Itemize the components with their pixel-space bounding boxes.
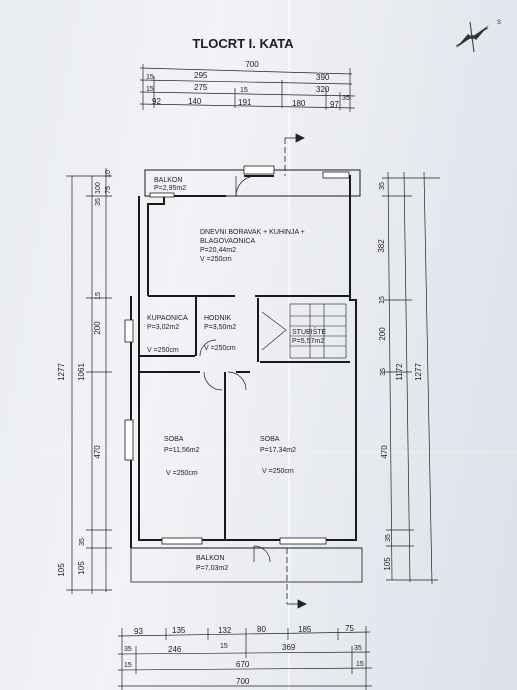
room-soba-right: SOBA P=17,34m2 V =250cm	[260, 436, 296, 475]
building-walls	[130, 169, 362, 549]
bottom-dimension-chain	[117, 626, 373, 690]
paper-fold-vertical	[288, 0, 290, 690]
plan-title: TLOCRT I. KATA	[192, 36, 294, 51]
dim-left: 15	[95, 292, 102, 300]
dim-bottom: 185	[298, 625, 312, 634]
dim-bottom: 93	[134, 627, 143, 636]
room-dnevni-boravak: DNEVNI BORAVAK + KUHINJA + BLAGOVAONICA …	[200, 229, 305, 263]
dim-top: 92	[152, 97, 161, 106]
room-balkon-bottom: BALKON P=7,03m2	[196, 555, 228, 572]
svg-text:P=20,44m2: P=20,44m2	[200, 247, 236, 254]
svg-text:V =250cm: V =250cm	[204, 345, 236, 352]
dim-right: 15	[379, 296, 386, 304]
dim-left: 200	[93, 321, 102, 335]
dim-right-mid: 1172	[395, 363, 404, 381]
room-hodnik: HODNIK P=3,50m2 V =250cm	[204, 315, 236, 352]
dim-right: 35	[380, 368, 387, 376]
dim-bottom: 246	[168, 645, 182, 654]
dim-right: 382	[377, 239, 386, 253]
section-marker-bottom	[286, 548, 307, 609]
dim-top: 15	[146, 86, 154, 93]
compass-label: S	[497, 20, 501, 26]
room-stubiste: STUBIŠTE P=5,57m2	[292, 327, 327, 345]
svg-text:STUBIŠTE: STUBIŠTE	[292, 327, 327, 336]
room-kupaonica: KUPAONICA P=3,02m2 V =250cm	[147, 315, 188, 354]
dim-bottom-total: 700	[236, 677, 250, 686]
dim-bottom: 15	[220, 643, 228, 650]
dim-bottom: 132	[218, 626, 232, 635]
svg-text:SOBA: SOBA	[164, 436, 184, 443]
room-balkon-top: BALKON P=2,95m2	[154, 177, 186, 192]
svg-text:V =250cm: V =250cm	[262, 468, 294, 475]
svg-text:HODNIK: HODNIK	[204, 315, 232, 322]
staircase	[261, 303, 347, 359]
doors	[199, 175, 271, 563]
dim-top: 390	[316, 73, 330, 82]
top-dimension-chain	[139, 64, 356, 112]
dim-right: 105	[383, 557, 392, 571]
dim-bottom: 369	[282, 643, 296, 652]
dim-top-total: 700	[245, 60, 259, 69]
svg-text:P=2,95m2: P=2,95m2	[154, 185, 186, 192]
balcony-bottom-outline	[130, 547, 363, 583]
dim-top: 15	[146, 74, 154, 81]
svg-text:BALKON: BALKON	[154, 177, 182, 184]
dim-top: 275	[194, 83, 208, 92]
dim-left: 100	[95, 182, 102, 194]
dim-left: 75	[105, 186, 112, 194]
dim-top: 35	[342, 95, 350, 102]
left-dimension-chain	[66, 168, 112, 594]
svg-text:P=5,57m2: P=5,57m2	[292, 338, 324, 345]
svg-text:P=17,34m2: P=17,34m2	[260, 447, 296, 454]
svg-text:SOBA: SOBA	[260, 436, 280, 443]
dim-left: 105	[57, 563, 66, 577]
dim-top: 140	[188, 97, 202, 106]
svg-text:V =250cm: V =250cm	[200, 256, 232, 263]
dim-left-outer: 1277	[57, 363, 66, 381]
dim-bottom: 35	[124, 646, 132, 653]
dim-bottom: 35	[354, 645, 362, 652]
room-soba-left: SOBA P=11,56m2 V =250cm	[164, 436, 200, 477]
dim-bottom: 80	[257, 625, 266, 634]
svg-text:P=7,03m2: P=7,03m2	[196, 565, 228, 572]
compass-icon	[455, 21, 489, 53]
dim-top: 180	[292, 99, 306, 108]
dim-top: 97	[330, 100, 339, 109]
svg-text:P=3,02m2: P=3,02m2	[147, 324, 179, 331]
dim-right: 35	[385, 534, 392, 542]
svg-text:P=11,56m2: P=11,56m2	[164, 447, 200, 454]
dim-left: 105	[77, 561, 86, 575]
dim-bottom: 15	[356, 661, 364, 668]
dim-bottom: 135	[172, 626, 186, 635]
svg-text:DNEVNI BORAVAK + KUHINJA +: DNEVNI BORAVAK + KUHINJA +	[200, 229, 305, 236]
dim-right: 35	[379, 182, 386, 190]
dim-bottom: 15	[124, 662, 132, 669]
paper-fold-horizontal	[0, 452, 517, 453]
dim-top: 320	[316, 85, 330, 94]
dim-bottom: 75	[345, 624, 354, 633]
svg-text:V =250cm: V =250cm	[166, 470, 198, 477]
svg-text:P=3,50m2: P=3,50m2	[204, 324, 236, 331]
right-dimension-chain	[382, 171, 440, 585]
dim-right: 470	[380, 445, 389, 459]
dim-left: 470	[93, 445, 102, 459]
dim-right: 200	[378, 327, 387, 341]
svg-text:BLAGOVAONICA: BLAGOVAONICA	[200, 238, 255, 245]
dim-left: 35	[79, 538, 86, 546]
windows	[124, 165, 350, 545]
dim-left: 10	[105, 170, 112, 178]
dim-bottom: 670	[236, 660, 250, 669]
svg-text:KUPAONICA: KUPAONICA	[147, 315, 188, 322]
dim-top: 191	[238, 98, 252, 107]
dim-top: 295	[194, 71, 208, 80]
dim-left-mid: 1061	[77, 363, 86, 381]
dim-right-outer: 1277	[414, 363, 423, 381]
svg-text:BALKON: BALKON	[196, 555, 224, 562]
dim-left: 35	[95, 198, 102, 206]
dim-top: 15	[240, 87, 248, 94]
svg-text:V =250cm: V =250cm	[147, 347, 179, 354]
